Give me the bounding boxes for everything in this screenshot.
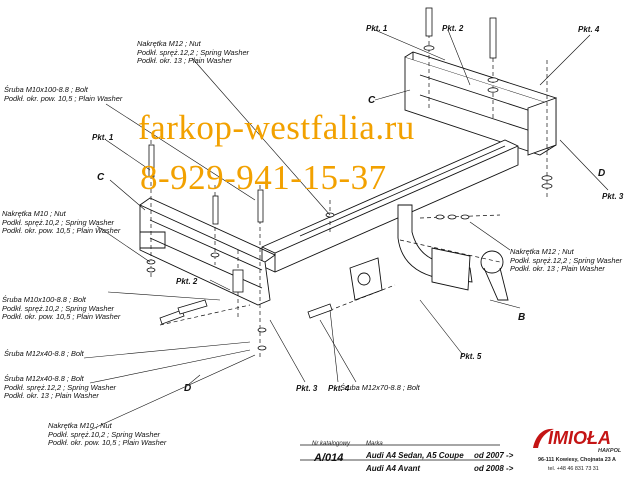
point-label-pkt2-left: Pkt. 2 bbox=[176, 277, 198, 286]
imiola-logo-mark bbox=[533, 428, 554, 448]
label-line: Podkł. okr. pow. 10,5 ; Plain Washer bbox=[48, 438, 167, 448]
imiola-logo-sub: HAKPOL bbox=[598, 448, 622, 454]
label-line: Śruba M10x100-8.8 ; Bolt bbox=[2, 295, 86, 304]
caption-brand-label: Marka bbox=[366, 441, 383, 447]
callout-d-right: D bbox=[598, 168, 606, 179]
label-line: Śruba M10x100-8.8 ; Bolt bbox=[4, 85, 88, 94]
label-line: Śruba M12x70-8.8 ; Bolt bbox=[340, 383, 420, 392]
label-line: Nakrętka M10 ; Nut bbox=[2, 209, 66, 218]
callout-b-right: B bbox=[518, 312, 526, 323]
watermark-site: farkop-westfalia.ru bbox=[138, 108, 415, 147]
caption-from-2: od 2008 -> bbox=[474, 464, 514, 473]
point-label-pkt1-left: Pkt. 1 bbox=[92, 133, 114, 142]
label-nut-m10-left: Nakrętka M10 ; Nut Podkł. spręż.10,2 ; S… bbox=[2, 209, 121, 236]
label-bolt-m12x40-a: Śruba M12x40-8.8 ; Bolt bbox=[4, 349, 84, 359]
label-line: Nakrętka M10 ; Nut bbox=[48, 421, 112, 430]
company-address: 96-111 Kowiesy, Chojnata 23 A bbox=[538, 457, 616, 463]
caption-car-1: Audi A4 Sedan, A5 Coupe bbox=[366, 451, 464, 460]
point-label-pkt5: Pkt. 5 bbox=[460, 352, 482, 361]
label-line: Podkł. spręż.12,2 ; Spring Washer bbox=[4, 382, 117, 392]
point-label-pkt3-bottom: Pkt. 3 bbox=[296, 384, 318, 393]
point-label-pkt2-top: Pkt. 2 bbox=[442, 24, 464, 33]
label-nut-m10-bottom: Nakrętka M10 ; Nut Podkł. spręż.10,2 ; S… bbox=[48, 421, 167, 448]
point-label-pkt1-top: Pkt. 1 bbox=[366, 24, 388, 33]
label-bolt-m12x70: Śruba M12x70-8.8 ; Bolt bbox=[340, 383, 420, 393]
caption-from-1: od 2007 -> bbox=[474, 451, 514, 460]
tow-ball-neck bbox=[397, 204, 509, 301]
point-label-pkt3-right: Pkt. 3 bbox=[602, 192, 624, 201]
label-line: Podkł. spręż.10,2 ; Spring Washer bbox=[2, 303, 115, 313]
label-line: Podkł. spręż.12,2 ; Spring Washer bbox=[510, 255, 623, 265]
label-bolt-m10x100-top: Śruba M10x100-8.8 ; Bolt Podkł. okr. pow… bbox=[4, 85, 123, 103]
label-line: Podkł. okr. pow. 10,5 ; Plain Washer bbox=[4, 93, 123, 103]
right-side-bracket bbox=[404, 51, 558, 156]
company-phone: tel. +48 46 831 73 31 bbox=[548, 466, 599, 472]
label-line: Nakrętka M12 ; Nut bbox=[510, 247, 574, 256]
caption-car-2: Audi A4 Avant bbox=[366, 464, 421, 473]
label-nut-m12-right: Nakrętka M12 ; Nut Podkł. spręż.12,2 ; S… bbox=[510, 247, 623, 274]
label-line: Śruba M12x40-8.8 ; Bolt bbox=[4, 374, 84, 383]
caption-catalog-label: Nr katalogowy bbox=[312, 441, 351, 447]
point-label-pkt4-bottom: Pkt. 4 bbox=[328, 384, 350, 393]
label-bolt-m10x100-left: Śruba M10x100-8.8 ; Bolt Podkł. spręż.10… bbox=[2, 295, 121, 322]
label-line: Śruba M12x40-8.8 ; Bolt bbox=[4, 349, 84, 358]
imiola-logo-name: IMIOŁA bbox=[548, 428, 611, 448]
label-line: Podkł. okr. 13 ; Plain Washer bbox=[4, 391, 99, 401]
left-side-bracket bbox=[139, 197, 276, 306]
caption-catalog-number: A/014 bbox=[314, 452, 344, 464]
label-nut-m12-top: Nakrętka M12 ; Nut Podkł. spręż.12,2 ; S… bbox=[137, 39, 250, 66]
label-line: Podkł. spręż.12,2 ; Spring Washer bbox=[137, 47, 250, 57]
label-line: Podkł. spręż.10,2 ; Spring Washer bbox=[2, 217, 115, 227]
label-line: Podkł. okr. 13 ; Plain Washer bbox=[510, 264, 605, 274]
socket-plate bbox=[349, 257, 383, 301]
label-line: Podkł. spręż.10,2 ; Spring Washer bbox=[48, 429, 161, 439]
label-bolt-m12x40-b: Śruba M12x40-8.8 ; Bolt Podkł. spręż.12,… bbox=[4, 374, 117, 401]
label-line: Podkł. okr. pow. 10,5 ; Plain Washer bbox=[2, 226, 121, 236]
callout-c-top: C bbox=[368, 95, 376, 106]
point-label-pkt4-top: Pkt. 4 bbox=[578, 25, 600, 34]
label-line: Podkł. okr. pow. 10,5 ; Plain Washer bbox=[2, 312, 121, 322]
watermark-phone: 8-929-941-15-37 bbox=[140, 158, 387, 197]
callout-d-left: D bbox=[184, 383, 192, 394]
label-line: Nakrętka M12 ; Nut bbox=[137, 39, 201, 48]
callout-c-left: C bbox=[97, 172, 105, 183]
label-line: Podkł. okr. 13 ; Plain Washer bbox=[137, 56, 232, 66]
